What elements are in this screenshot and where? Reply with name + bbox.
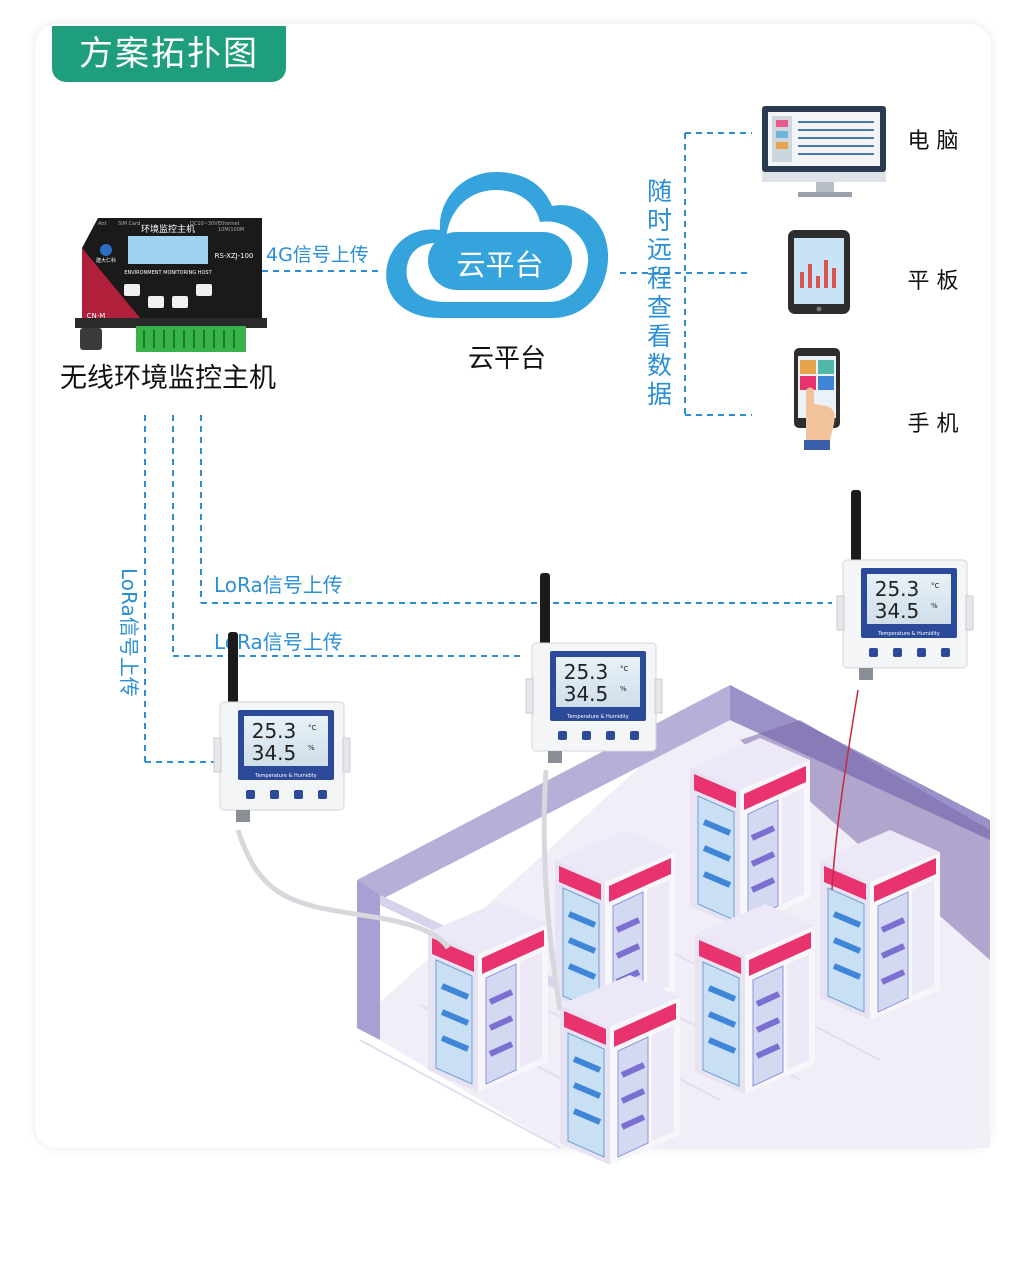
host-label: 无线环境监控主机 bbox=[60, 363, 276, 394]
temperature-humidity-sensor bbox=[525, 572, 663, 764]
svg-text:RS-XZJ-100: RS-XZJ-100 bbox=[215, 252, 254, 260]
svg-text:CN-M: CN-M bbox=[87, 312, 106, 320]
svg-text:ENVIRONMENT MONITORING HOST: ENVIRONMENT MONITORING HOST bbox=[124, 270, 212, 276]
svg-text:DC10~30V: DC10~30V bbox=[190, 221, 218, 227]
sensor-cable bbox=[541, 769, 563, 1011]
tablet-icon bbox=[788, 230, 850, 314]
device-label-phone: 手 机 bbox=[908, 412, 959, 437]
desktop-monitor-icon bbox=[762, 106, 886, 197]
cloud-caption: 云平台 bbox=[468, 344, 546, 374]
remote-view-label: 随时远程查看数据 bbox=[644, 178, 673, 410]
svg-text:Ethernet: Ethernet bbox=[218, 221, 240, 227]
monitoring-host-device: 环境监控主机 RS-XZJ-100 ENVIRONMENT MONITORING… bbox=[75, 218, 267, 352]
smartphone-icon bbox=[794, 348, 840, 450]
svg-text:10M/100M: 10M/100M bbox=[218, 227, 244, 233]
svg-text:建大仁科: 建大仁科 bbox=[96, 257, 116, 264]
link-label-lora-top: LoRa信号上传 bbox=[214, 573, 343, 597]
device-label-computer: 电 脑 bbox=[908, 129, 959, 154]
temperature-humidity-sensor bbox=[836, 489, 974, 681]
device-label-tablet: 平 板 bbox=[908, 269, 959, 294]
sensor-cable bbox=[831, 689, 859, 891]
cloud-inner-label: 云平台 bbox=[456, 248, 543, 282]
svg-text:环境监控主机: 环境监控主机 bbox=[141, 223, 195, 235]
page-title: 方案拓扑图 bbox=[52, 26, 286, 82]
cloud-icon bbox=[386, 172, 609, 318]
sensor-cable bbox=[235, 829, 451, 950]
temperature-humidity-sensor bbox=[213, 631, 351, 823]
server-room-illustration bbox=[355, 685, 990, 1165]
svg-text:Ant: Ant bbox=[98, 221, 107, 227]
link-label-4g: 4G信号上传 bbox=[266, 244, 369, 266]
link-label-lora-vertical: LoRa信号上传 bbox=[117, 568, 141, 697]
svg-text:SIM Card: SIM Card bbox=[118, 221, 140, 227]
